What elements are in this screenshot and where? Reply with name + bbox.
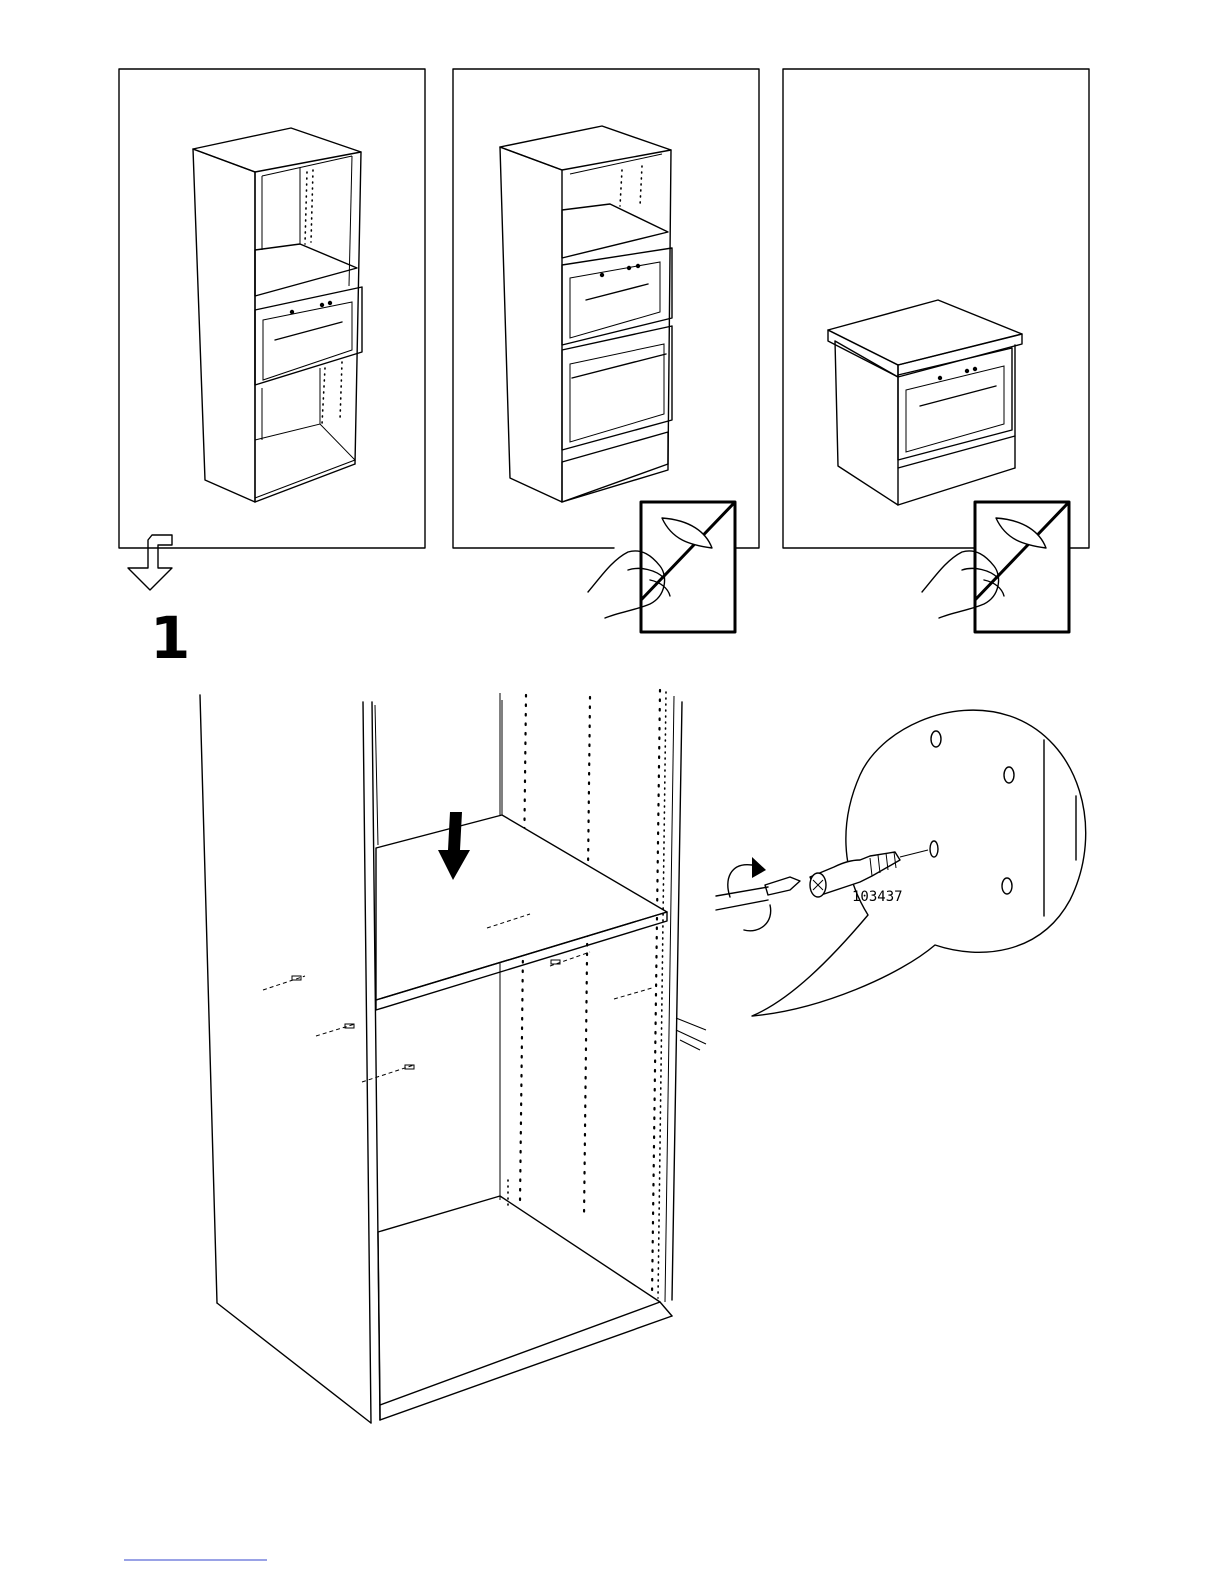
panel-3-frame — [783, 69, 1089, 548]
step-number: 1 — [150, 604, 190, 672]
tall-cabinet-two-ovens — [500, 126, 672, 502]
turn-page-icon — [588, 502, 735, 632]
rotate-arrow-icon — [728, 857, 771, 931]
detail-callout: 103437 — [716, 710, 1086, 1016]
panel-2 — [453, 69, 759, 632]
panel-2-frame — [453, 69, 759, 548]
panel-3 — [783, 69, 1089, 632]
turn-page-icon — [922, 502, 1069, 632]
base-cabinet-with-oven — [828, 300, 1022, 505]
panel-1-frame — [119, 69, 425, 548]
down-arrow-icon — [128, 535, 172, 590]
panel-1 — [119, 69, 425, 548]
part-number: 103437 — [852, 889, 903, 905]
tall-cabinet-one-oven — [193, 128, 362, 502]
main-cabinet — [200, 690, 706, 1423]
